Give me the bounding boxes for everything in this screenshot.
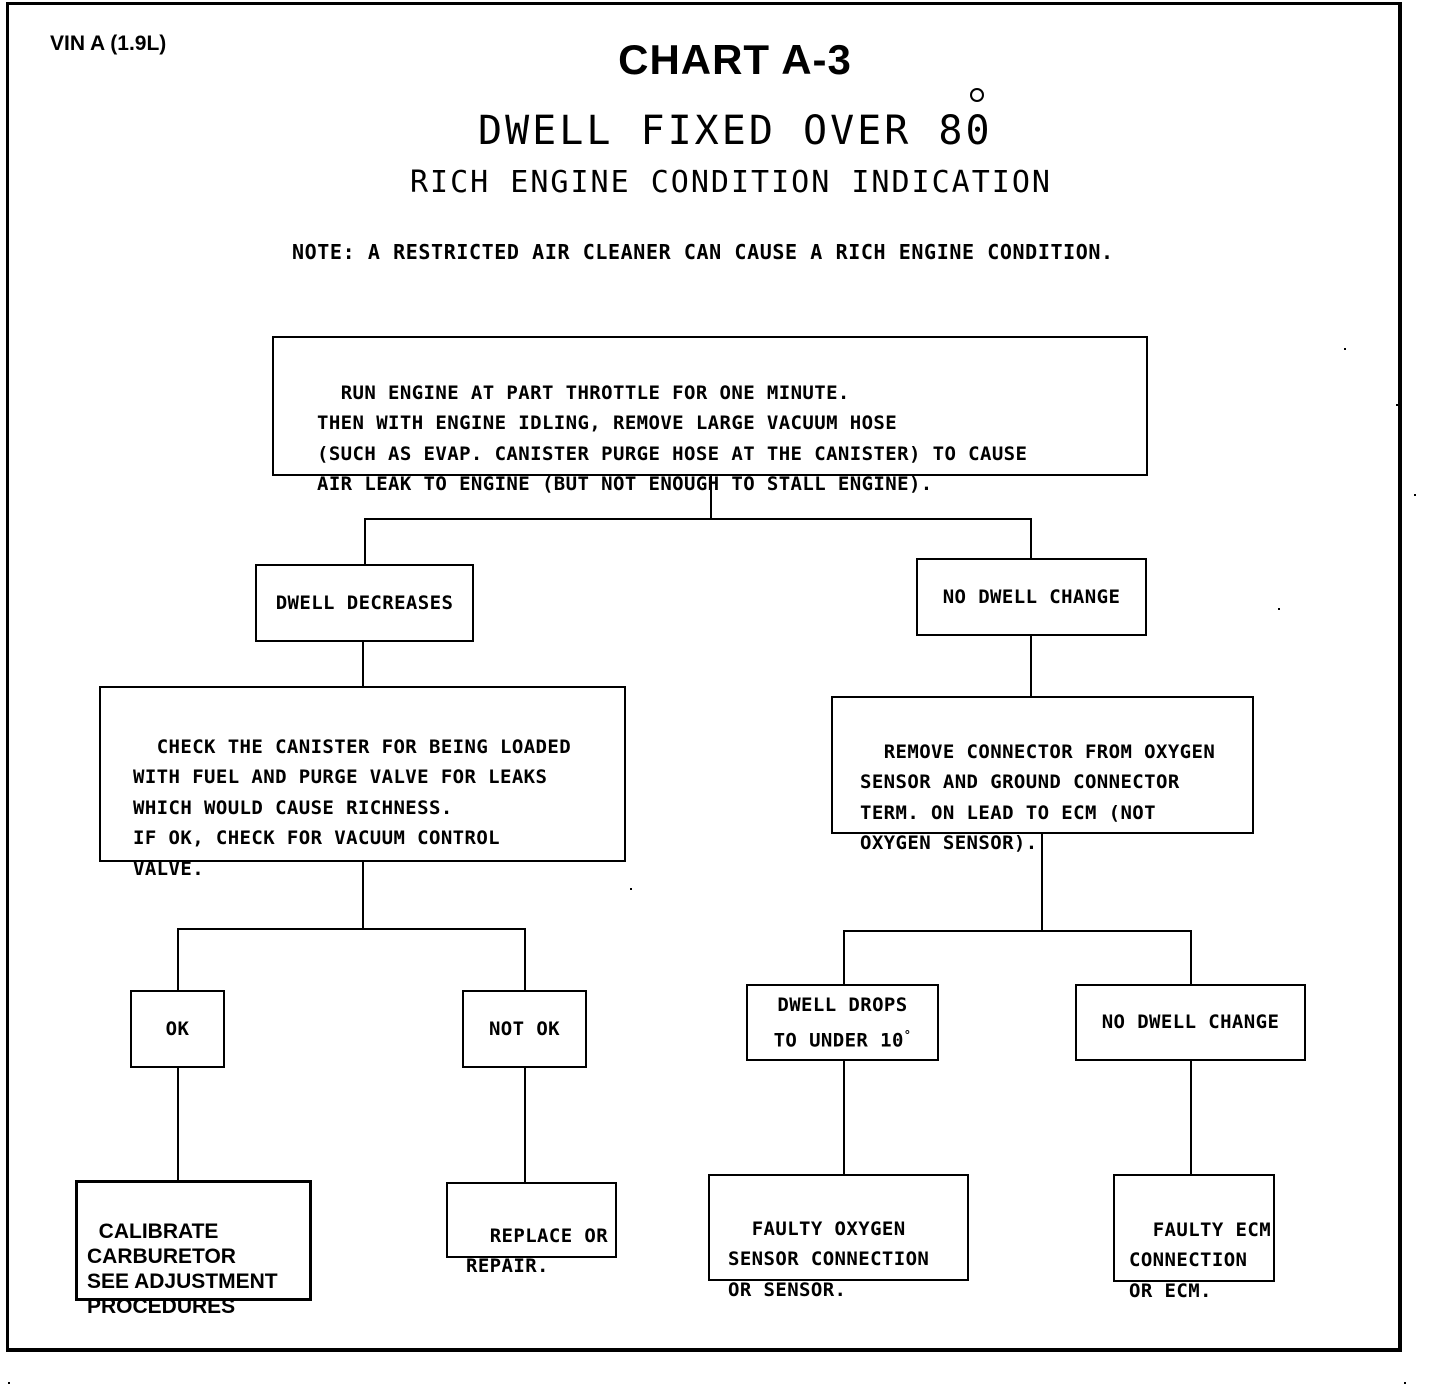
faulty-ecm-box: FAULTY ECM CONNECTION OR ECM. — [1113, 1174, 1275, 1302]
scan-speck — [1344, 348, 1346, 350]
scan-speck — [1278, 608, 1280, 610]
connector — [362, 860, 364, 930]
ok-box: OK — [130, 990, 225, 1068]
connector — [177, 928, 526, 930]
scan-speck — [8, 1382, 10, 1384]
connector — [1190, 930, 1192, 986]
replace-box: REPLACE OR REPAIR. — [446, 1182, 617, 1277]
faulty-ecm-text: FAULTY ECM CONNECTION OR ECM. — [1129, 1218, 1272, 1302]
calibrate-text: CALIBRATE CARBURETOR SEE ADJUSTMENT PROC… — [87, 1220, 278, 1318]
connector — [364, 518, 1032, 520]
chart-subtitle-dwell: DWELL FIXED OVER 80 — [478, 108, 993, 154]
start-step-box: RUN ENGINE AT PART THROTTLE FOR ONE MINU… — [272, 336, 1148, 495]
dwell-drops-text-line1: DWELL DROPS — [777, 993, 908, 1016]
not-ok-text: NOT OK — [488, 1017, 561, 1040]
chart-title: CHART A-3 — [618, 36, 852, 83]
faulty-oxygen-box: FAULTY OXYGEN SENSOR CONNECTION OR SENSO… — [708, 1174, 969, 1301]
no-dwell-change-text-1: NO DWELL CHANGE — [942, 585, 1121, 608]
note-text: NOTE: A RESTRICTED AIR CLEANER CAN CAUSE… — [292, 240, 1114, 264]
dwell-drops-text-line2-value: TO UNDER 10 — [773, 1029, 904, 1052]
remove-connector-text: REMOVE CONNECTOR FROM OXYGEN SENSOR AND … — [860, 740, 1216, 855]
calibrate-box: CALIBRATE CARBURETOR SEE ADJUSTMENT PROC… — [75, 1180, 312, 1318]
scan-speck — [630, 888, 632, 890]
scan-speck — [1414, 494, 1416, 496]
replace-text: REPLACE OR REPAIR. — [466, 1224, 609, 1278]
dwell-drops-text-line2: TO UNDER 10° — [774, 1020, 912, 1055]
no-dwell-change-text-2: NO DWELL CHANGE — [1101, 1011, 1280, 1034]
degree-symbol — [970, 88, 984, 102]
connector — [524, 928, 526, 992]
dwell-drops-box: DWELL DROPS TO UNDER 10° — [746, 984, 939, 1061]
connector — [1030, 518, 1032, 560]
connector — [843, 930, 1192, 932]
no-dwell-change-box-2: NO DWELL CHANGE — [1075, 984, 1306, 1061]
connector — [362, 640, 364, 688]
connector — [177, 1066, 179, 1182]
connector — [1030, 634, 1032, 698]
connector — [843, 930, 845, 986]
connector — [524, 1066, 526, 1184]
chart-subtitle-condition: RICH ENGINE CONDITION INDICATION — [410, 165, 1052, 200]
chart-frame — [6, 2, 1402, 1352]
degree-symbol: ° — [903, 1027, 912, 1042]
connector — [1041, 832, 1043, 932]
scan-speck — [1404, 1382, 1406, 1384]
not-ok-box: NOT OK — [462, 990, 587, 1068]
connector — [1190, 1059, 1192, 1176]
vin-label: VIN A (1.9L) — [50, 32, 167, 55]
connector — [177, 928, 179, 992]
remove-connector-box: REMOVE CONNECTOR FROM OXYGEN SENSOR AND … — [831, 696, 1254, 854]
dwell-decreases-text: DWELL DECREASES — [275, 591, 454, 614]
no-dwell-change-box-1: NO DWELL CHANGE — [916, 558, 1147, 636]
dwell-decreases-box: DWELL DECREASES — [255, 564, 474, 642]
connector — [364, 518, 366, 566]
ok-text: OK — [165, 1017, 190, 1040]
connector — [843, 1059, 845, 1176]
check-canister-text: CHECK THE CANISTER FOR BEING LOADED WITH… — [133, 735, 572, 880]
faulty-oxygen-text: FAULTY OXYGEN SENSOR CONNECTION OR SENSO… — [728, 1217, 930, 1301]
scan-speck — [1396, 404, 1398, 406]
check-canister-box: CHECK THE CANISTER FOR BEING LOADED WITH… — [99, 686, 626, 880]
connector — [710, 474, 712, 520]
start-step-text: RUN ENGINE AT PART THROTTLE FOR ONE MINU… — [317, 381, 1028, 496]
